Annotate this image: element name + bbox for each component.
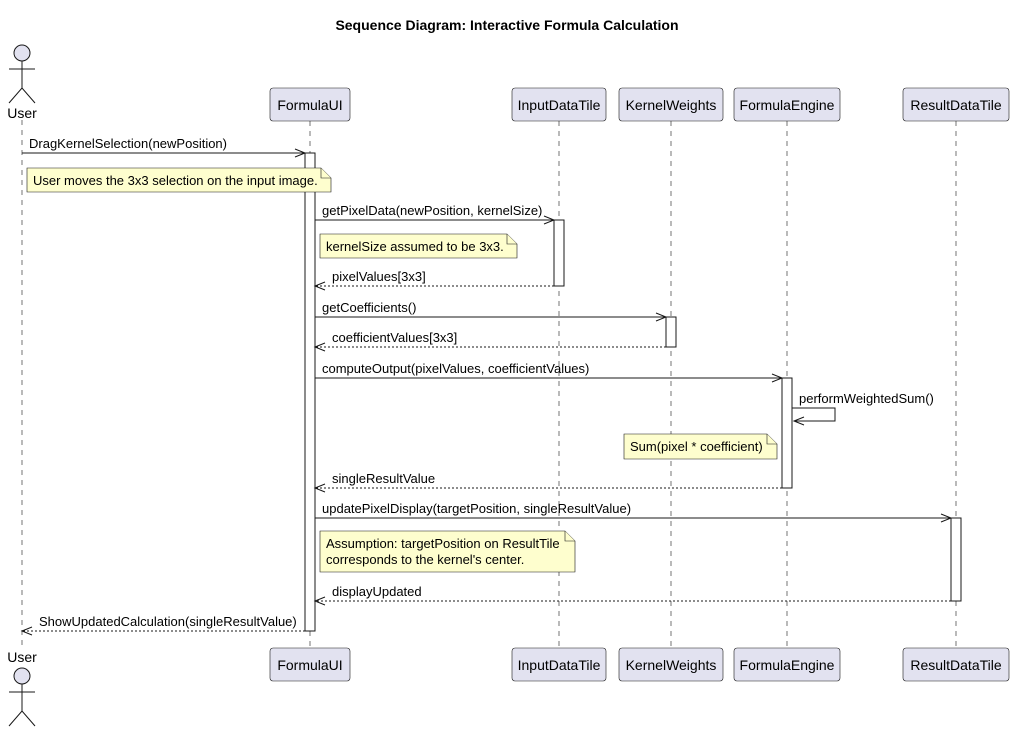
message-10: displayUpdated (313, 584, 951, 606)
message-7: performWeightedSum() (792, 391, 934, 426)
message-label: computeOutput(pixelValues, coefficientVa… (322, 361, 589, 376)
participant-formula-ui-bottom[interactable]: FormulaUI (269, 647, 351, 682)
message-label: getCoefficients() (322, 300, 416, 315)
note-text: User moves the 3x3 selection on the inpu… (33, 173, 318, 188)
arrow-head (313, 596, 326, 606)
message-5: coefficientValues[3x3] (313, 330, 666, 352)
message-label: updatePixelDisplay(targetPosition, singl… (322, 501, 631, 516)
message-6: computeOutput(pixelValues, coefficientVa… (315, 361, 784, 383)
message-line (792, 407, 836, 422)
arrow-head (20, 626, 33, 636)
participant-box (902, 87, 1010, 122)
message-1: DragKernelSelection(newPosition) (22, 136, 307, 158)
participant-label: InputDataTile (518, 97, 601, 113)
message-3: pixelValues[3x3] (313, 269, 554, 291)
participant-result-data-tile-top[interactable]: ResultDataTile (902, 87, 1010, 122)
note-fold (766, 434, 777, 445)
participant-label: ResultDataTile (910, 97, 1002, 113)
participant-input-data-tile-top[interactable]: InputDataTile (511, 87, 607, 122)
message-8: singleResultValue (313, 471, 782, 493)
participant-box (618, 87, 724, 122)
message-2: getPixelData(newPosition, kernelSize) (315, 203, 556, 225)
arrow-head (543, 215, 556, 225)
participant-box (511, 647, 607, 682)
message-label: displayUpdated (332, 584, 422, 599)
note-1: User moves the 3x3 selection on the inpu… (26, 167, 332, 193)
activation-input-data-tile (553, 219, 565, 287)
actor-legs (8, 710, 36, 727)
participant-box (733, 647, 841, 682)
message-label: ShowUpdatedCalculation(singleResultValue… (39, 614, 297, 629)
arrow-head (792, 416, 805, 426)
arrow-head (940, 513, 953, 523)
arrow-head (294, 148, 307, 158)
actor-user-top[interactable]: User (7, 44, 37, 121)
participant-box (618, 647, 724, 682)
participant-label: FormulaEngine (740, 97, 835, 113)
message-label: getPixelData(newPosition, kernelSize) (322, 203, 542, 218)
participant-label: InputDataTile (518, 657, 601, 673)
note-text: Sum(pixel * coefficient) (630, 439, 763, 454)
participant-formula-engine-top[interactable]: FormulaEngine (733, 87, 841, 122)
actor-label: User (7, 105, 37, 121)
note-body (623, 433, 778, 460)
arrow-head (313, 483, 326, 493)
participant-label: FormulaUI (277, 657, 342, 673)
note-fold (320, 168, 331, 179)
participant-label: ResultDataTile (910, 657, 1002, 673)
note-fold (564, 531, 575, 542)
participant-box (269, 647, 351, 682)
activation-result-data-tile (950, 517, 962, 602)
participant-label: KernelWeights (626, 657, 717, 673)
note-text: Assumption: targetPosition on ResultTile (326, 536, 560, 551)
arrow-head (313, 342, 326, 352)
participant-formula-engine-bottom[interactable]: FormulaEngine (733, 647, 841, 682)
arrow-head (655, 312, 668, 322)
participant-formula-ui-top[interactable]: FormulaUI (269, 87, 351, 122)
actor-head (13, 44, 31, 62)
note-body (319, 530, 576, 573)
actor-head (13, 667, 31, 685)
participant-label: FormulaUI (277, 97, 342, 113)
participant-box (269, 87, 351, 122)
actor-user-bottom[interactable]: User (7, 649, 37, 727)
message-label: DragKernelSelection(newPosition) (29, 136, 227, 151)
participant-kernel-weights-top[interactable]: KernelWeights (618, 87, 724, 122)
actor-label: User (7, 649, 37, 665)
activation-kernel-weights (665, 316, 677, 348)
participant-label: FormulaEngine (740, 657, 835, 673)
note-body (319, 233, 518, 259)
participant-input-data-tile-bottom[interactable]: InputDataTile (511, 647, 607, 682)
participant-box (511, 87, 607, 122)
arrow-head (771, 373, 784, 383)
note-body (26, 167, 332, 193)
note-3: Sum(pixel * coefficient) (623, 433, 778, 460)
note-4: Assumption: targetPosition on ResultTile… (319, 530, 576, 573)
diagram-title: Sequence Diagram: Interactive Formula Ca… (335, 17, 678, 33)
message-label: singleResultValue (332, 471, 435, 486)
participant-box (902, 647, 1010, 682)
note-2: kernelSize assumed to be 3x3. (319, 233, 518, 259)
note-text: corresponds to the kernel's center. (326, 552, 524, 567)
message-9: updatePixelDisplay(targetPosition, singl… (315, 501, 953, 523)
arrow-head (313, 281, 326, 291)
participant-kernel-weights-bottom[interactable]: KernelWeights (618, 647, 724, 682)
participant-result-data-tile-bottom[interactable]: ResultDataTile (902, 647, 1010, 682)
actor-legs (8, 87, 36, 104)
participant-label: KernelWeights (626, 97, 717, 113)
note-fold (506, 234, 517, 245)
message-label: pixelValues[3x3] (332, 269, 426, 284)
message-label: performWeightedSum() (799, 391, 934, 406)
activation-formula-engine (781, 377, 793, 489)
participant-box (733, 87, 841, 122)
note-text: kernelSize assumed to be 3x3. (326, 239, 504, 254)
message-11: ShowUpdatedCalculation(singleResultValue… (20, 614, 305, 636)
activation-formula-ui (304, 152, 316, 632)
message-4: getCoefficients() (315, 300, 668, 322)
message-label: coefficientValues[3x3] (332, 330, 457, 345)
